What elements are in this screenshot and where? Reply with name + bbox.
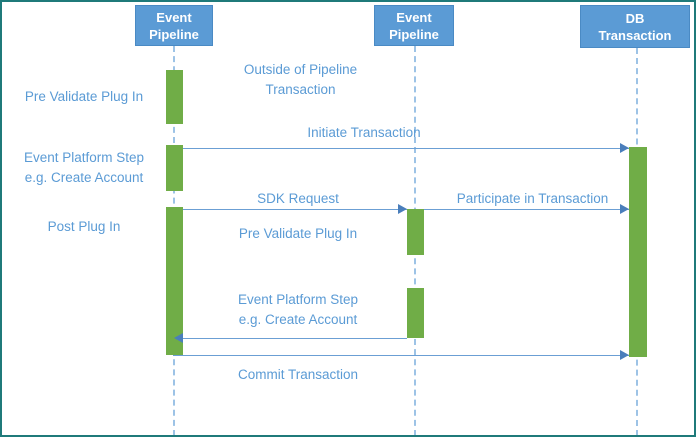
message-label-outside-of-pipeline-transaction: Outside of Pipeline Transaction bbox=[243, 62, 358, 97]
lifeline-header-title-line2: Pipeline bbox=[389, 26, 439, 42]
lifeline-header-db-transaction[interactable]: DB Transaction bbox=[580, 5, 690, 48]
lifeline-header-title-line2: Transaction bbox=[598, 27, 672, 43]
lifeline-header-pipeline-left[interactable]: Event Pipeline bbox=[135, 5, 213, 46]
activation-bar-pre-validate bbox=[166, 70, 183, 124]
message-label-commit-transaction: Commit Transaction bbox=[237, 367, 359, 382]
message-line-sdk-request bbox=[183, 209, 407, 210]
lifeline-header-pipeline-middle[interactable]: Event Pipeline bbox=[374, 5, 454, 46]
message-line-participate-in-transaction bbox=[424, 209, 629, 210]
message-label-participate-in-transaction: Participate in Transaction bbox=[456, 191, 609, 206]
activation-bar-db-transaction bbox=[629, 147, 647, 357]
side-label-event-platform-step: Event Platform Step e.g. Create Account bbox=[23, 150, 145, 185]
activation-bar-post-plug-in bbox=[166, 207, 183, 355]
message-line-event-platform-step-return bbox=[183, 338, 407, 339]
message-label-initiate-transaction: Initiate Transaction bbox=[307, 125, 421, 140]
side-label-post-plug-in: Post Plug In bbox=[47, 219, 121, 234]
arrow-head-participate-in-transaction bbox=[620, 204, 629, 214]
message-label-event-platform-step-middle: Event Platform Step e.g. Create Account bbox=[237, 292, 359, 327]
lifeline-header-title-line1: Event bbox=[156, 9, 192, 25]
message-label-pre-validate-plug-in-middle: Pre Validate Plug In bbox=[238, 226, 358, 241]
arrow-head-commit-transaction bbox=[620, 350, 629, 360]
activation-bar-event-platform-step bbox=[166, 145, 183, 191]
activation-bar-middle-event-platform-step bbox=[407, 288, 424, 338]
activation-bar-middle-pre-validate bbox=[407, 209, 424, 255]
arrow-head-event-platform-step-return bbox=[174, 333, 183, 343]
message-line-commit-transaction bbox=[173, 355, 629, 356]
message-line-initiate-transaction bbox=[183, 148, 629, 149]
side-label-pre-validate-plug-in: Pre Validate Plug In bbox=[24, 89, 144, 104]
lifeline-header-title-line1: DB bbox=[625, 10, 645, 26]
arrow-head-sdk-request bbox=[398, 204, 407, 214]
arrow-head-initiate-transaction bbox=[620, 143, 629, 153]
lifeline-header-title-line1: Event bbox=[396, 9, 432, 25]
message-label-sdk-request: SDK Request bbox=[257, 191, 339, 206]
lifeline-header-title-line2: Pipeline bbox=[149, 26, 199, 42]
